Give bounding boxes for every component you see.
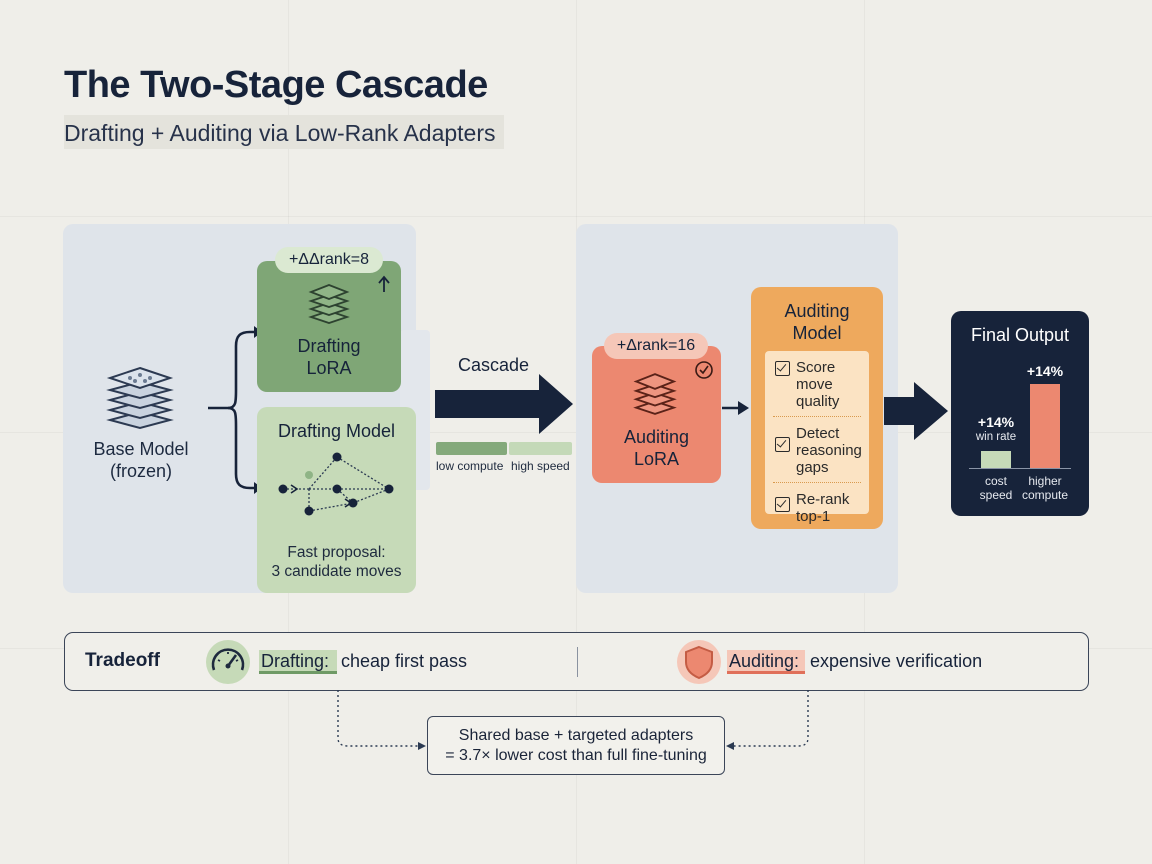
auditing-lora-card: Auditing LoRA (592, 346, 721, 483)
callout-connectors (337, 690, 809, 750)
check-item-rerank: Re-rank top-1 (765, 483, 869, 531)
final-output-title: Final Output (970, 325, 1070, 345)
cascade-label: Cascade (458, 355, 530, 375)
page-subtitle: Drafting + Auditing via Low-Rank Adapter… (64, 115, 504, 149)
tradeoff-label: Tradeoff (85, 650, 160, 671)
auditing-key-highlight (727, 650, 805, 674)
drafting-lora-line2: LoRA (306, 358, 352, 378)
checkbox-icon (775, 497, 790, 512)
left-bar-value: +14% (977, 414, 1015, 430)
branch-connector (208, 326, 262, 494)
check-item-score: Score move quality (765, 351, 869, 416)
caption-line2: 3 candidate moves (271, 563, 402, 580)
base-model-name: Base Model (93, 439, 189, 459)
higher-compute-bar (1030, 384, 1060, 468)
axis-line: compute (1021, 488, 1069, 502)
right-bar-value: +14% (1026, 363, 1064, 379)
drafting-lora-card: Drafting LoRA (257, 261, 401, 392)
tradeoff-divider (577, 647, 578, 677)
auditing-key: Auditing: (729, 651, 800, 671)
axis-line: speed (979, 488, 1013, 502)
up-arrow-icon (378, 275, 390, 292)
shield-icon (685, 645, 713, 680)
drafting-model-card: Drafting Model Fast proposal: 3 candidat… (257, 407, 416, 593)
auditing-model-line2: Model (792, 323, 842, 343)
checkbox-icon (775, 361, 790, 376)
drafting-model-title: Drafting Model (277, 421, 396, 441)
caption-line1: Fast proposal: (287, 544, 386, 561)
check-item-text: Re-rank top-1 (796, 491, 849, 525)
tradeoff-bar: Tradeoff Drafting: cheap first pass Audi… (64, 632, 1089, 691)
auditing-model-title: Auditing Model (751, 300, 883, 344)
left-bar-sublabel: win rate (975, 431, 1017, 443)
summary-callout: Shared base + targeted adapters = 3.7× l… (427, 716, 725, 775)
cascade-arrow (435, 374, 573, 434)
callout-line2: = 3.7× lower cost than full fine-tuning (445, 747, 707, 764)
axis-line: cost (984, 474, 1007, 488)
layers-icon (308, 284, 350, 324)
auditing-text: expensive verification (810, 651, 983, 671)
drafting-model-caption: Fast proposal: 3 candidate moves (257, 543, 416, 581)
check-line: reasoning (796, 442, 862, 459)
base-model-label: Base Model (frozen) (80, 438, 202, 482)
left-axis-label: cost speed (971, 474, 1021, 502)
layers-icon (633, 373, 677, 415)
check-item-detect: Detect reasoning gaps (765, 417, 869, 482)
auditing-lora-line2: LoRA (633, 449, 680, 469)
auditing-model-card: Auditing Model Score move quality Detect… (751, 287, 883, 529)
check-line: Score (796, 359, 836, 376)
low-compute-label: low compute (436, 459, 504, 473)
right-axis-label: higher compute (1015, 474, 1075, 502)
auditing-rank-badge: +Δrank=16 (604, 333, 708, 359)
chart-baseline (969, 468, 1071, 469)
check-item-text: Detect reasoning gaps (796, 425, 862, 476)
auditing-lora-title: Auditing LoRA (592, 426, 721, 470)
speedometer-icon-wrap (206, 640, 250, 684)
auditing-arrow (722, 401, 749, 415)
check-line: gaps (796, 459, 829, 476)
speedometer-icon (211, 648, 245, 671)
shield-icon-wrap (677, 640, 721, 684)
output-arrow (884, 382, 948, 440)
low-compute-bar (436, 442, 507, 455)
high-speed-bar (509, 442, 572, 455)
drafting-rank-badge: +ΔΔrank=8 (275, 247, 383, 273)
check-line: Detect (796, 425, 840, 442)
candidate-moves-graph (278, 452, 394, 516)
page-title: The Two-Stage Cascade (64, 64, 488, 106)
check-circle-icon (695, 361, 713, 379)
auditing-lora-line1: Auditing (623, 427, 690, 447)
axis-line: higher (1028, 474, 1062, 488)
callout-line1: Shared base + targeted adapters (458, 727, 694, 744)
base-model-status: (frozen) (109, 461, 172, 481)
layers-icon (106, 366, 174, 430)
drafting-key-highlight (259, 650, 337, 674)
checkbox-icon (775, 437, 790, 452)
high-speed-label: high speed (511, 459, 570, 473)
auditing-model-line1: Auditing (784, 301, 850, 321)
drafting-text: cheap first pass (341, 651, 468, 671)
divider (773, 416, 861, 417)
drafting-key: Drafting: (261, 651, 330, 671)
audit-checklist: Score move quality Detect reasoning gaps… (765, 351, 869, 525)
check-line: Re-rank (796, 491, 850, 508)
check-line: top-1 (796, 508, 831, 525)
check-item-text: Score move quality (796, 359, 863, 410)
final-output-card: Final Output +14% +14% win rate cost spe… (951, 311, 1089, 516)
divider (773, 482, 861, 483)
check-line: move quality (796, 376, 840, 410)
drafting-lora-line1: Drafting (297, 336, 361, 356)
cost-speed-bar (981, 451, 1011, 468)
drafting-lora-title: Drafting LoRA (257, 335, 401, 379)
